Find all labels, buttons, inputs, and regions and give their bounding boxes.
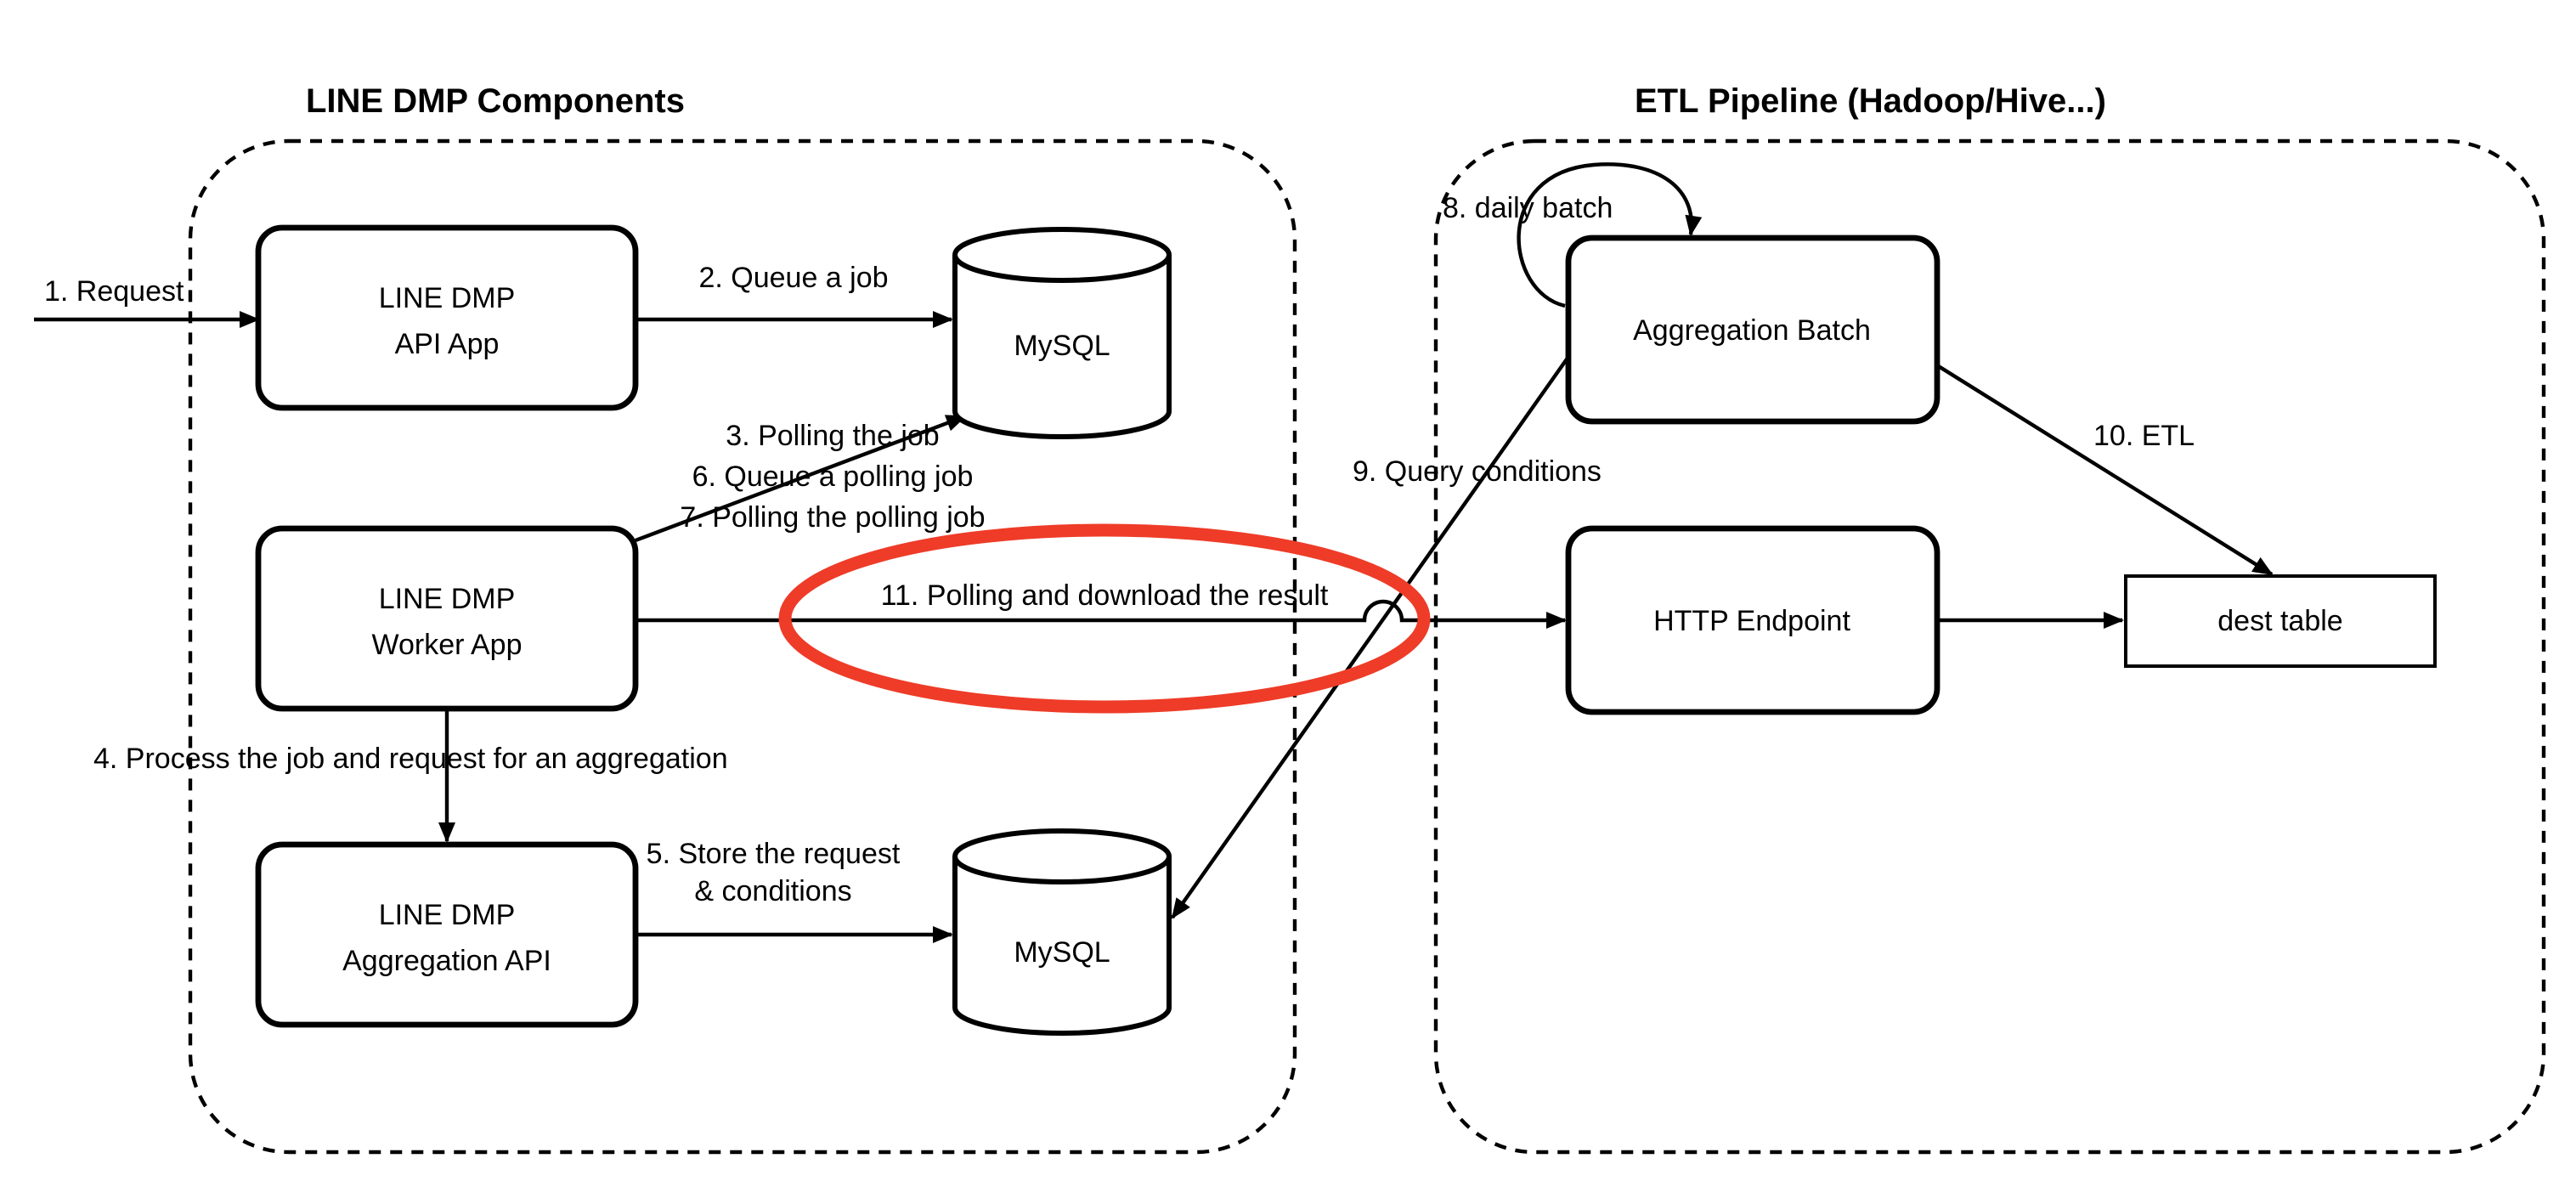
aggregation-api-label-line2: Aggregation API [342, 945, 551, 977]
edge-polling-the-job-label: 3. Polling the job [726, 420, 939, 452]
edge-store-the-request-label-line2: & conditions [694, 875, 851, 907]
edge-polling-jobs-arrow [635, 414, 967, 543]
worker-app-node: LINE DMP Worker App [255, 525, 639, 712]
edge-store-the-request-label-line1: 5. Store the request [647, 838, 901, 870]
dest-table-box [2124, 574, 2437, 668]
left-group-title: LINE DMP Components [306, 82, 685, 120]
worker-app-label-line2: Worker App [371, 629, 522, 661]
api-app-box [255, 224, 639, 411]
api-app-label-line1: LINE DMP [379, 282, 516, 314]
http-endpoint-label: HTTP Endpoint [1653, 605, 1850, 637]
edge-polling-and-download-arrow [636, 599, 1567, 629]
mysql-conditions-label: MySQL [1014, 936, 1110, 969]
edge-daily-batch-label: 8. daily batch [1443, 192, 1613, 224]
mysql-queue-cylinder: MySQL [952, 227, 1172, 439]
mysql-queue-cylinder-body [952, 227, 1172, 439]
mysql-conditions-cylinder-rim [952, 856, 1172, 884]
right-group-title: ETL Pipeline (Hadoop/Hive...) [1635, 82, 2106, 120]
edge-etl-arrow [1935, 364, 2274, 576]
dest-table-label: dest table [2217, 605, 2342, 637]
edge-request-label: 1. Request [44, 275, 184, 308]
edge-queue-a-job-label: 2. Queue a job [698, 262, 888, 294]
etl-pipeline-group-border [1433, 138, 2546, 1155]
aggregation-api-label-line1: LINE DMP [379, 899, 516, 931]
edge-query-conditions-label: 9. Query conditions [1353, 455, 1602, 488]
mysql-conditions-cylinder: MySQL [952, 828, 1172, 1036]
aggregation-batch-box [1565, 235, 1940, 425]
http-endpoint-node: HTTP Endpoint [1565, 525, 1940, 715]
http-endpoint-box [1565, 525, 1940, 715]
highlight-ellipse [778, 523, 1431, 714]
worker-app-box [255, 525, 639, 712]
mysql-queue-label: MySQL [1014, 330, 1110, 362]
edge-polling-the-polling-job-label: 7. Polling the polling job [680, 501, 985, 534]
api-app-node: LINE DMP API App [255, 224, 639, 411]
api-app-label-line2: API App [395, 328, 500, 360]
edge-polling-and-download-label: 11. Polling and download the result [881, 579, 1329, 612]
edge-query-conditions-arrow [1171, 355, 1570, 919]
aggregation-batch-label: Aggregation Batch [1633, 314, 1871, 347]
worker-app-label-line1: LINE DMP [379, 583, 516, 615]
line-dmp-components-group-border [188, 138, 1297, 1155]
mysql-conditions-cylinder-body [952, 828, 1172, 1036]
edge-etl-label: 10. ETL [2093, 420, 2195, 452]
aggregation-api-node: LINE DMP Aggregation API [255, 841, 639, 1028]
aggregation-batch-node: Aggregation Batch [1565, 235, 1940, 425]
mysql-queue-cylinder-rim [952, 254, 1172, 283]
edge-daily-batch-loop-arrow [1517, 162, 1703, 308]
edge-process-the-job-label: 4. Process the job and request for an ag… [93, 743, 728, 775]
aggregation-api-box [255, 841, 639, 1028]
dest-table-node: dest table [2124, 574, 2437, 668]
edge-queue-a-polling-job-label: 6. Queue a polling job [692, 461, 974, 493]
